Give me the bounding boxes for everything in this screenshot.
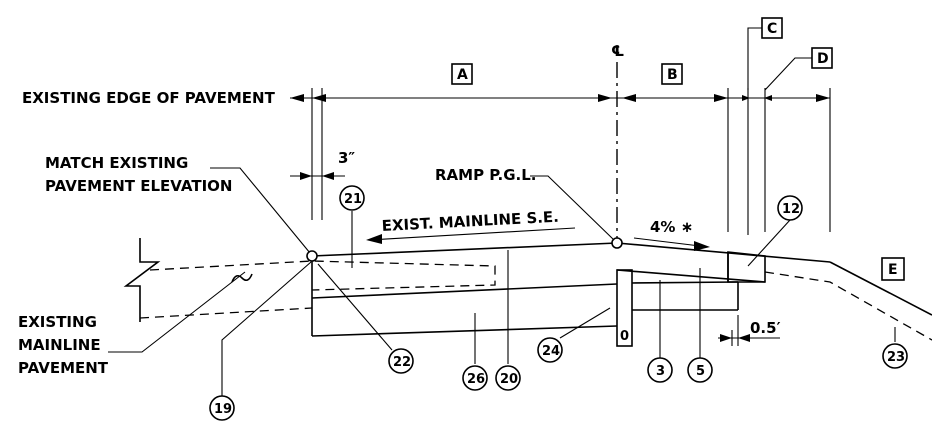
existing-label-line1: EXISTING xyxy=(18,313,97,331)
callout-3: 3 xyxy=(647,357,673,383)
svg-text:21: 21 xyxy=(344,192,362,207)
svg-text:E: E xyxy=(888,262,898,278)
svg-text:22: 22 xyxy=(393,355,411,370)
existing-mainline-dashed xyxy=(123,238,496,322)
svg-text:5: 5 xyxy=(696,364,705,379)
callout-leaders xyxy=(221,211,896,398)
dimension-line-top xyxy=(290,94,830,102)
svg-text:23: 23 xyxy=(887,350,905,365)
dim-half-ft-label: 0.5′ xyxy=(750,319,781,337)
existing-edge-label: EXISTING EDGE OF PAVEMENT xyxy=(22,89,276,107)
box-b: B xyxy=(661,63,683,85)
svg-text:20: 20 xyxy=(500,372,518,387)
box-c: C xyxy=(747,17,783,90)
existing-label-line2: MAINLINE xyxy=(18,336,101,354)
callout-19: 19 xyxy=(209,395,235,421)
box-a: A xyxy=(451,63,473,85)
svg-text:B: B xyxy=(667,67,678,83)
existing-label-line3: PAVEMENT xyxy=(18,359,109,377)
block-zero-label: 0 xyxy=(620,329,629,344)
ramp-pgl-leader xyxy=(530,175,615,241)
exist-mainline-se-arrow: EXIST. MAINLINE S.E. xyxy=(366,208,576,244)
svg-text:A: A xyxy=(457,67,468,83)
match-existing-line2: PAVEMENT ELEVATION xyxy=(45,177,232,195)
extension-lines xyxy=(311,88,831,235)
callout-24: 24 xyxy=(537,337,563,363)
callout-21: 21 xyxy=(339,185,365,211)
match-existing-line1: MATCH EXISTING xyxy=(45,154,188,172)
dimension-3in: 3″ xyxy=(290,149,355,180)
slope-arrow: 4% ∗ xyxy=(633,218,710,251)
svg-text:12: 12 xyxy=(782,202,800,217)
match-point-marker xyxy=(306,250,318,262)
svg-text:26: 26 xyxy=(467,372,485,387)
callout-5: 5 xyxy=(687,357,713,383)
match-leader xyxy=(210,167,311,254)
slope-label: 4% ∗ xyxy=(650,218,693,236)
callout-26: 26 xyxy=(462,365,488,391)
box-d: D xyxy=(764,47,833,91)
pgl-point-marker xyxy=(611,237,623,249)
callout-23: 23 xyxy=(882,343,908,369)
centerline: ℄ xyxy=(611,42,624,244)
svg-text:3: 3 xyxy=(656,364,665,379)
centerline-symbol: ℄ xyxy=(611,42,624,60)
box-e: E xyxy=(881,257,905,281)
existing-leader xyxy=(108,271,246,353)
callout-20: 20 xyxy=(495,365,521,391)
dimension-half-ft: 0.5′ xyxy=(718,315,781,346)
svg-text:24: 24 xyxy=(542,344,560,359)
callout-12: 12 xyxy=(777,195,803,221)
svg-text:C: C xyxy=(767,21,777,37)
pavement-section: 0 xyxy=(311,242,932,347)
ramp-pgl-label: RAMP P.G.L. xyxy=(435,166,537,184)
dim-3in-label: 3″ xyxy=(338,149,355,167)
svg-text:19: 19 xyxy=(214,402,232,417)
svg-text:D: D xyxy=(817,51,829,67)
callout-22: 22 xyxy=(388,348,414,374)
